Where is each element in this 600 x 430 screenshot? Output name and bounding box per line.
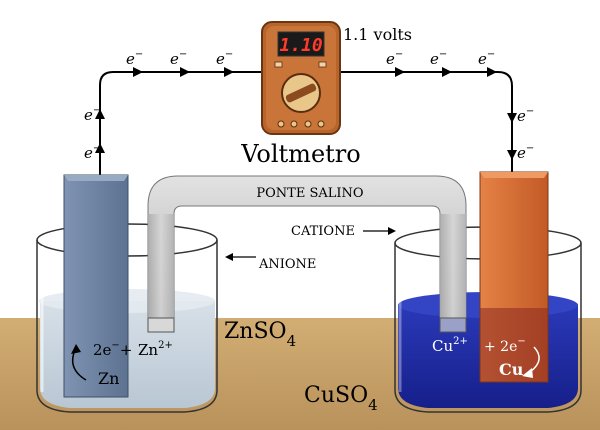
arrow-right-icon (442, 67, 452, 77)
electron-label: e− (84, 143, 101, 162)
electron-label: e− (170, 49, 187, 68)
zinc-electrode-label: Zn (98, 369, 119, 388)
electron-flow-arrows (95, 67, 517, 160)
anion-label: ANIONE (258, 257, 316, 272)
zinc-electrode (63, 174, 129, 398)
electron-label: e− (386, 49, 403, 68)
voltmeter-reading: 1.1 volts (343, 25, 412, 44)
electron-label: e− (478, 49, 495, 68)
voltmeter: 1.10 (261, 21, 341, 135)
svg-text:+ 2e−: + 2e− (484, 336, 526, 355)
salt-bridge (147, 175, 467, 333)
electron-label: e− (517, 106, 534, 125)
voltmeter-display (277, 31, 325, 57)
copper-half-reaction: Cu2+ + 2e− Cu (432, 336, 540, 379)
arrow-right-icon (395, 67, 405, 77)
znso4-label: ZnSO4 (224, 319, 296, 350)
electron-label: e− (126, 49, 143, 68)
svg-text:Zn2+: Zn2+ (138, 340, 173, 359)
cation-label: CATIONE (291, 224, 355, 239)
arrow-down-icon (507, 113, 517, 123)
arrow-right-icon (487, 67, 497, 77)
electron-label: e− (430, 49, 447, 68)
salt-bridge-label: PONTE SALINO (256, 186, 363, 201)
arrow-right-icon (224, 67, 234, 77)
cuso4-label: CuSO4 (304, 383, 378, 414)
electron-label: e− (517, 143, 534, 162)
zinc-half-reaction: 2e−+ Zn2+ Zn (71, 340, 173, 388)
external-circuit-wire (99, 71, 513, 175)
arrow-up-icon (95, 143, 105, 153)
arrow-right-icon (180, 67, 190, 77)
curved-arrow-icon (529, 346, 540, 373)
arrow-down-icon (507, 150, 517, 160)
electron-label: e− (216, 49, 233, 68)
electron-label: e− (84, 105, 101, 124)
copper-electrode-label: Cu (499, 360, 524, 379)
arrow-up-icon (95, 109, 105, 119)
arrow-right-icon (133, 67, 143, 77)
voltmeter-name: Voltmetro (240, 140, 360, 168)
svg-text:Cu2+: Cu2+ (432, 336, 468, 355)
voltmeter-display-value: 1.10 (279, 35, 323, 56)
svg-text:2e−+: 2e−+ (93, 340, 132, 359)
electron-labels: e− e− e− e− e− e− e− e− e− e− (84, 49, 534, 162)
